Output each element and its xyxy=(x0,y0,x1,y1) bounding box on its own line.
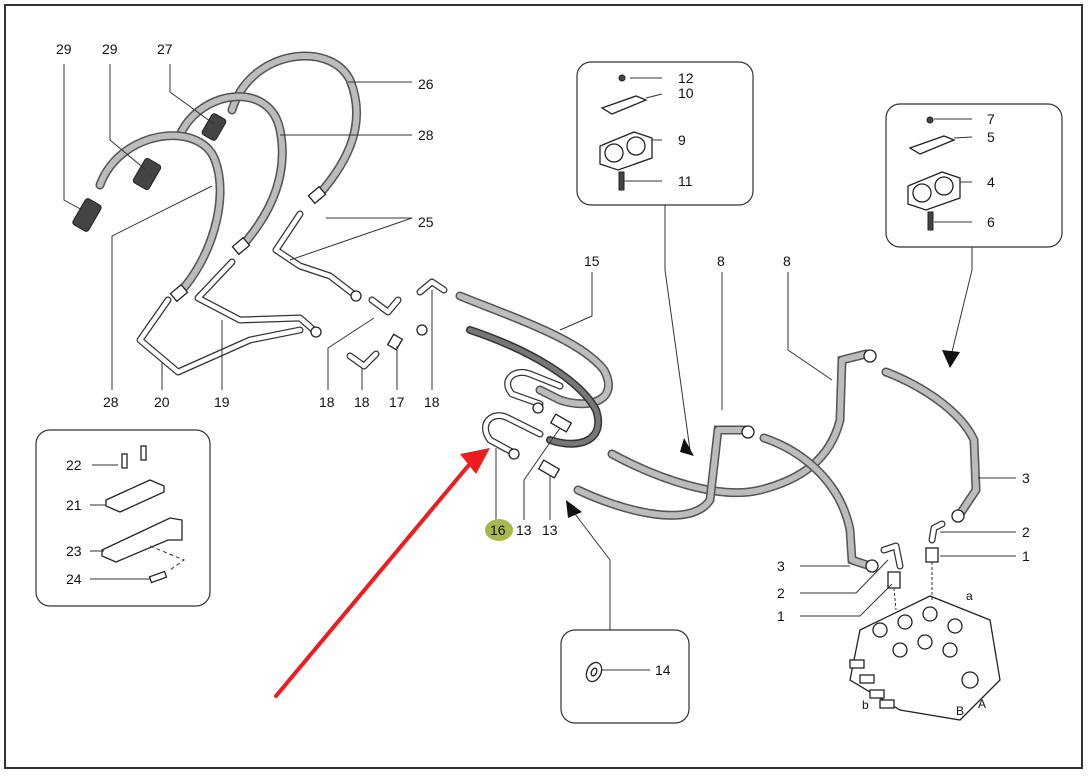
label-11: 11 xyxy=(678,173,693,189)
inset-washer xyxy=(560,500,690,724)
part-labels: 29 29 27 26 28 25 28 20 19 18 18 17 18 1… xyxy=(56,41,1030,718)
pipe-19 xyxy=(194,258,322,338)
u-pipe-upper xyxy=(504,369,564,414)
pipe-25 xyxy=(272,210,362,302)
arrow-head xyxy=(942,350,960,368)
label-28: 28 xyxy=(418,127,434,143)
label-8: 8 xyxy=(783,253,791,269)
port-label-B: B xyxy=(956,704,964,718)
hose-3-right xyxy=(881,367,981,523)
label-14: 14 xyxy=(655,662,671,678)
adapter-13-a xyxy=(549,413,573,433)
label-18: 18 xyxy=(354,394,370,410)
hose-3-left xyxy=(759,433,879,573)
elbow-2-right xyxy=(928,520,946,544)
control-valve-block xyxy=(849,562,1001,721)
label-4: 4 xyxy=(987,174,995,190)
coupler-29-left xyxy=(72,198,102,232)
label-1: 1 xyxy=(777,608,785,624)
elbow-18-a xyxy=(368,296,402,316)
label-15: 15 xyxy=(584,253,600,269)
label-1: 1 xyxy=(1022,548,1030,564)
label-12: 12 xyxy=(678,70,694,86)
label-25: 25 xyxy=(418,214,434,230)
adapter-1-right xyxy=(925,547,939,563)
pipe-20 xyxy=(136,296,304,376)
port-label-b: b xyxy=(862,698,869,712)
label-2: 2 xyxy=(777,585,785,601)
label-13: 13 xyxy=(516,522,532,538)
hose-8-a xyxy=(607,349,877,498)
label-28: 28 xyxy=(103,394,119,410)
label-2: 2 xyxy=(1022,524,1030,540)
label-27: 27 xyxy=(157,41,173,57)
label-10: 10 xyxy=(678,85,694,101)
label-3: 3 xyxy=(777,558,785,574)
leader-lines xyxy=(63,64,1016,671)
coupler-29-middle xyxy=(132,157,162,191)
adapter-13-b xyxy=(537,459,561,479)
port-label-a: a xyxy=(966,589,973,603)
port-label-A: A xyxy=(978,697,986,711)
label-5: 5 xyxy=(987,129,995,145)
label-22: 22 xyxy=(66,457,82,473)
label-23: 23 xyxy=(66,543,82,559)
label-18: 18 xyxy=(424,394,440,410)
label-17: 17 xyxy=(389,394,405,410)
label-18: 18 xyxy=(319,394,335,410)
label-21: 21 xyxy=(66,497,82,513)
arrow-head xyxy=(680,438,694,456)
elbow-18-c xyxy=(416,278,448,336)
label-16-highlighted: 16 xyxy=(490,522,506,538)
inset-clamp-right xyxy=(885,103,1063,368)
hose-15 xyxy=(455,291,613,448)
label-24: 24 xyxy=(66,571,82,587)
label-8: 8 xyxy=(717,253,725,269)
label-13: 13 xyxy=(542,522,558,538)
label-9: 9 xyxy=(678,132,686,148)
hose-28-front xyxy=(95,131,225,303)
hose-8-b xyxy=(573,425,755,520)
hose-26 xyxy=(227,51,362,205)
label-7: 7 xyxy=(987,111,995,127)
label-20: 20 xyxy=(154,394,170,410)
inset-bracket xyxy=(35,429,211,607)
u-pipe-16 xyxy=(482,412,544,460)
hose-28-middle xyxy=(175,92,287,256)
elbow-18-b xyxy=(346,350,380,370)
pointer-arrow xyxy=(274,448,490,698)
coupler-27 xyxy=(201,113,227,141)
label-6: 6 xyxy=(987,214,995,230)
elbow-2-left xyxy=(880,542,904,570)
label-29: 29 xyxy=(56,41,72,57)
label-29: 29 xyxy=(102,41,118,57)
label-26: 26 xyxy=(418,76,434,92)
adapter-17 xyxy=(386,333,404,351)
label-19: 19 xyxy=(214,394,230,410)
label-3: 3 xyxy=(1022,470,1030,486)
highlight-part-16 xyxy=(485,519,513,541)
inset-clamp-top xyxy=(576,61,754,456)
arrow-head xyxy=(566,500,582,518)
